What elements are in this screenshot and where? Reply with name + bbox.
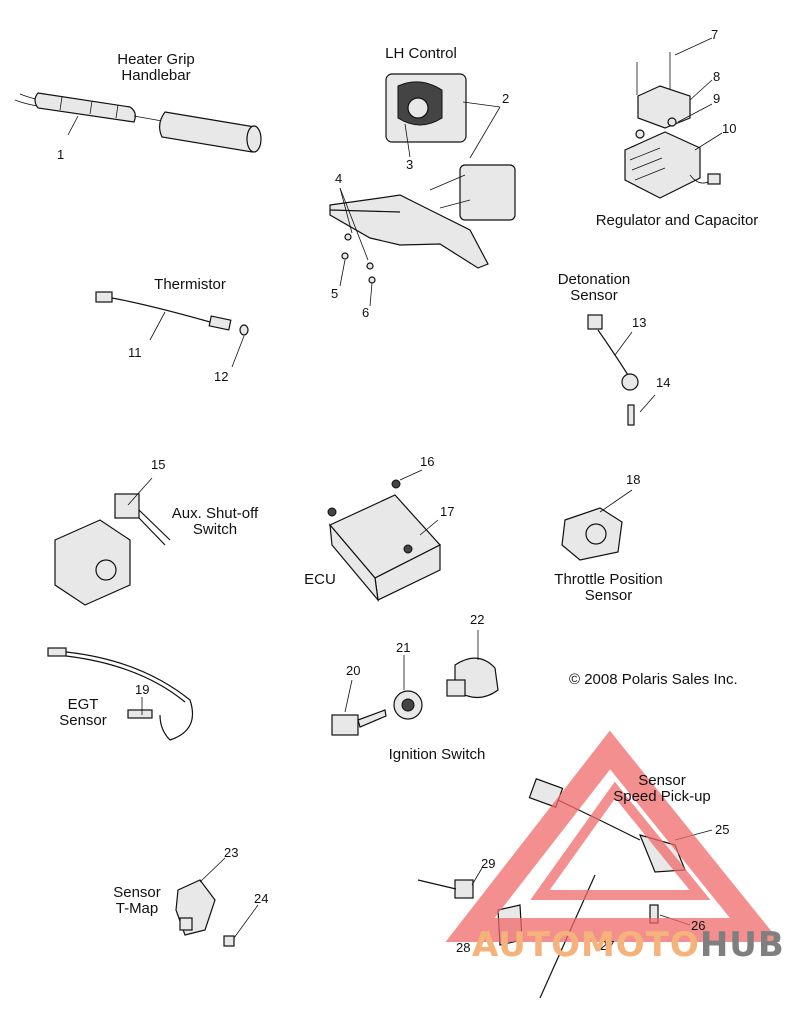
callout-21: 21 <box>396 640 411 655</box>
regulator-part <box>624 37 723 199</box>
callout-8: 8 <box>713 69 721 84</box>
callout-26: 26 <box>691 918 706 933</box>
callout-28: 28 <box>456 940 471 955</box>
throttle-position-part <box>561 489 633 561</box>
thermistor-label: Thermistor <box>154 276 226 293</box>
detonation-sensor-part <box>587 314 656 426</box>
callout-6: 6 <box>362 305 370 320</box>
callout-5: 5 <box>331 286 339 301</box>
ecu-label: ECU <box>304 571 336 588</box>
thermistor-part <box>95 291 249 368</box>
callout-15: 15 <box>151 457 166 472</box>
watermark-text: AUTOMOTOHUB <box>472 925 785 965</box>
callout-25: 25 <box>715 822 730 837</box>
callout-19: 19 <box>135 682 150 697</box>
callout-12: 12 <box>214 369 229 384</box>
callout-17: 17 <box>440 504 455 519</box>
copyright-text: © 2008 Polaris Sales Inc. <box>569 671 738 688</box>
watermark-logo <box>445 730 781 942</box>
callout-14: 14 <box>656 375 671 390</box>
callout-16: 16 <box>420 454 435 469</box>
lh-control-part <box>329 73 516 307</box>
callout-3: 3 <box>406 157 414 172</box>
ecu-part <box>327 469 441 602</box>
regulator-label: Regulator and Capacitor <box>595 212 759 229</box>
callout-27: 27 <box>600 938 615 953</box>
callout-9: 9 <box>713 91 721 106</box>
callout-11: 11 <box>128 345 142 360</box>
lh-control-label: LH Control <box>385 45 457 62</box>
egt-sensor-part <box>47 647 194 741</box>
ignition-switch-label: Ignition Switch <box>388 746 486 763</box>
callout-20: 20 <box>346 663 361 678</box>
callout-22: 22 <box>470 612 485 627</box>
callout-2: 2 <box>502 91 510 106</box>
aux-shutoff-part <box>54 477 171 606</box>
tmap-sensor-part <box>175 857 259 947</box>
callout-24: 24 <box>254 891 269 906</box>
ignition-switch-part <box>331 630 499 736</box>
callout-29: 29 <box>481 856 496 871</box>
callout-23: 23 <box>224 845 239 860</box>
callout-1: 1 <box>57 147 65 162</box>
callout-13: 13 <box>632 315 647 330</box>
callout-10: 10 <box>722 121 737 136</box>
callout-18: 18 <box>626 472 641 487</box>
heater-grip-part <box>14 92 262 153</box>
callout-4: 4 <box>335 171 343 186</box>
callout-7: 7 <box>711 27 719 42</box>
